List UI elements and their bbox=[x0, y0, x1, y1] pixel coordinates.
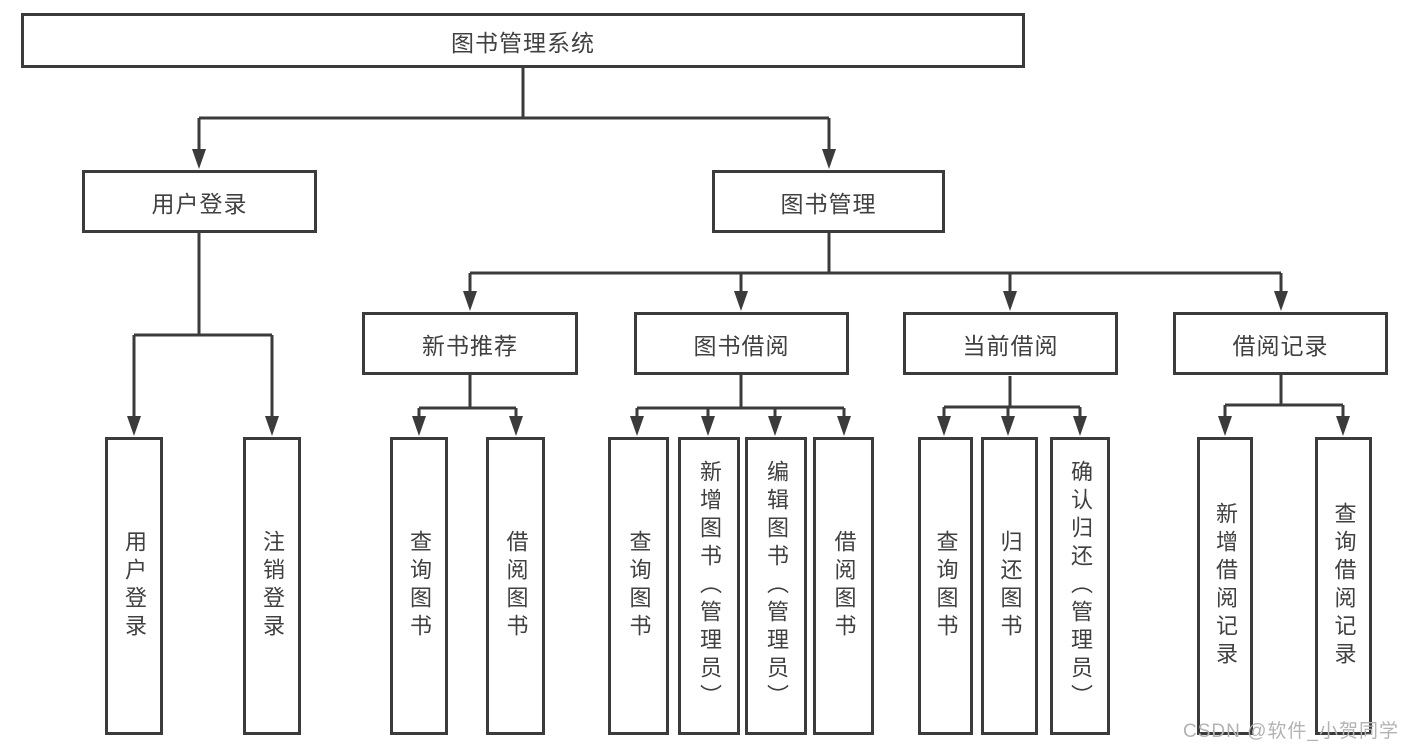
leaf-rec-query-books: 查询图书 bbox=[390, 437, 448, 735]
leaf-bb-borrow-books: 借阅图书 bbox=[813, 437, 874, 735]
leaf-logout: 注销登录 bbox=[243, 437, 301, 735]
leaf-rec-borrow-books: 借阅图书 bbox=[486, 437, 545, 735]
node-root-system: 图书管理系统 bbox=[21, 13, 1025, 68]
node-user-login: 用户登录 bbox=[82, 170, 317, 233]
leaf-br-add-record: 新增借阅记录 bbox=[1197, 437, 1253, 735]
leaf-cb-return-books: 归还图书 bbox=[981, 437, 1038, 735]
leaf-bb-query-books: 查询图书 bbox=[608, 437, 669, 735]
node-borrow-record: 借阅记录 bbox=[1173, 312, 1388, 375]
leaf-cb-query-books: 查询图书 bbox=[918, 437, 973, 735]
csdn-watermark: CSDN @软件_小贺同学 bbox=[1183, 721, 1399, 742]
leaf-bb-add-books: 新增图书（管理员） bbox=[678, 437, 740, 735]
leaf-bb-edit-books: 编辑图书（管理员） bbox=[745, 437, 807, 735]
arrowheads bbox=[127, 149, 1350, 436]
node-book-borrow: 图书借阅 bbox=[634, 312, 849, 375]
node-book-manage: 图书管理 bbox=[712, 170, 945, 233]
leaf-user-login: 用户登录 bbox=[105, 437, 163, 735]
node-current-borrow: 当前借阅 bbox=[903, 312, 1118, 375]
leaf-br-query-record: 查询借阅记录 bbox=[1315, 437, 1372, 735]
node-new-book-rec: 新书推荐 bbox=[362, 312, 578, 375]
leaf-cb-confirm-return: 确认归还（管理员） bbox=[1050, 437, 1110, 735]
